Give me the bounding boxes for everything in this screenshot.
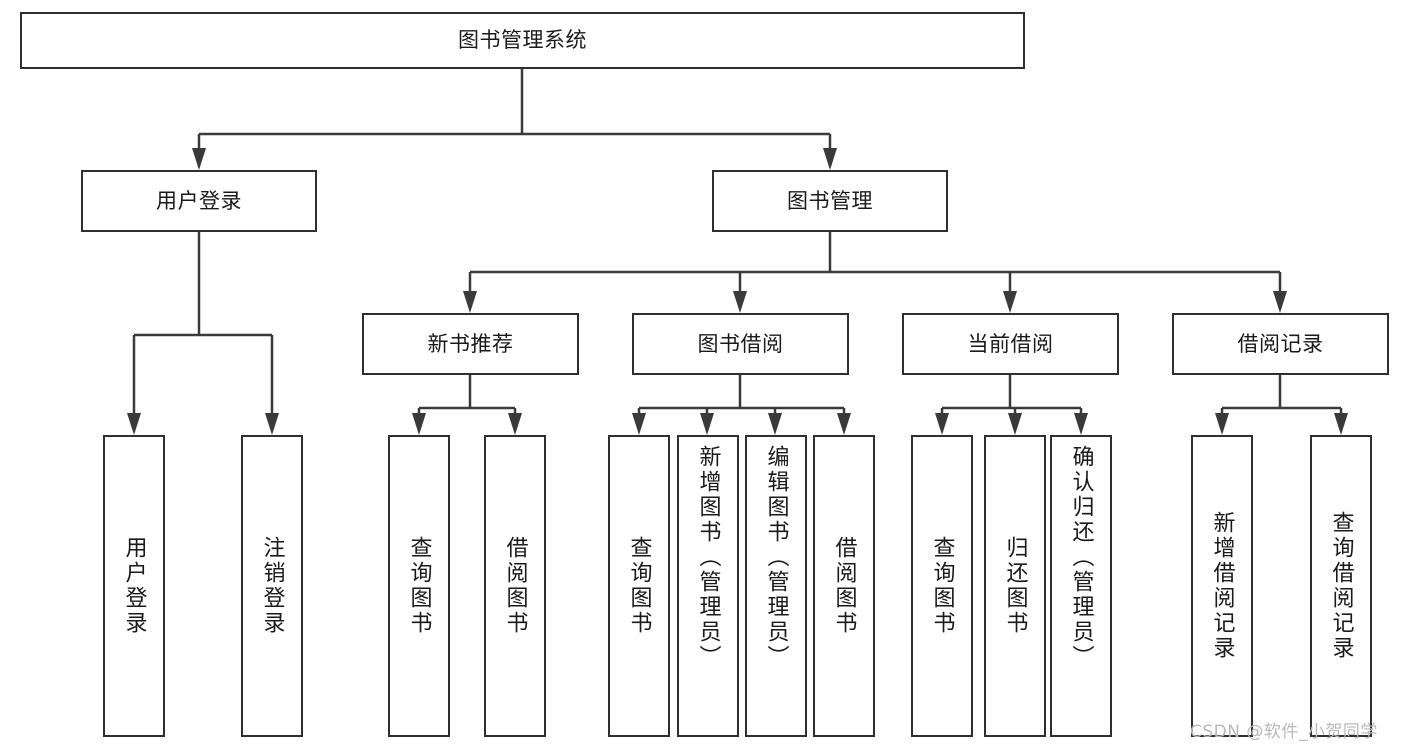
arrow-head-book-manage-to-level3-1	[733, 291, 747, 313]
arrow-head-new-book-rec-to-leaves-0	[412, 413, 426, 435]
node-box-leaf-rec-search[interactable]: 查询借阅记录	[1310, 435, 1372, 737]
node-label-leaf-rec-search: 查询借阅记录	[1328, 511, 1354, 661]
arrow-head-borrow-record-to-leaves-0	[1215, 413, 1229, 435]
arrow-head-root-to-level2-1	[823, 148, 837, 170]
node-label-leaf-user-logout: 注销登录	[259, 536, 285, 636]
node-box-leaf-user-login[interactable]: 用户登录	[103, 435, 165, 737]
node-label-leaf-borrow-edit: 编辑图书（管理员）	[763, 445, 789, 670]
arrow-head-book-borrow-to-leaves-1	[700, 413, 714, 435]
arrow-head-user-login-to-leaves-0	[127, 413, 141, 435]
node-label-leaf-borrow-lend: 借阅图书	[831, 536, 857, 636]
node-box-book-manage[interactable]: 图书管理	[712, 170, 948, 232]
node-label-leaf-cur-return: 归还图书	[1002, 536, 1028, 636]
node-box-borrow-record[interactable]: 借阅记录	[1172, 313, 1389, 375]
node-box-leaf-rec-query[interactable]: 查询图书	[388, 435, 450, 737]
arrow-head-book-borrow-to-leaves-0	[632, 413, 646, 435]
node-label-leaf-cur-confirm: 确认归还（管理员）	[1068, 445, 1094, 670]
node-box-leaf-rec-borrow[interactable]: 借阅图书	[484, 435, 546, 737]
node-box-leaf-borrow-edit[interactable]: 编辑图书（管理员）	[745, 435, 807, 737]
node-box-leaf-rec-add[interactable]: 新增借阅记录	[1191, 435, 1253, 737]
node-box-leaf-user-logout[interactable]: 注销登录	[241, 435, 303, 737]
arrow-head-new-book-rec-to-leaves-1	[508, 413, 522, 435]
node-box-leaf-borrow-add[interactable]: 新增图书（管理员）	[677, 435, 739, 737]
arrow-head-current-borrow-to-leaves-2	[1074, 413, 1088, 435]
arrow-head-book-borrow-to-leaves-3	[837, 413, 851, 435]
node-box-new-book-rec[interactable]: 新书推荐	[362, 313, 579, 375]
arrow-head-book-manage-to-level3-0	[463, 291, 477, 313]
arrow-head-root-to-level2-0	[192, 148, 206, 170]
node-label-leaf-rec-add: 新增借阅记录	[1209, 511, 1235, 661]
node-label-leaf-user-login: 用户登录	[121, 536, 147, 636]
arrow-head-user-login-to-leaves-1	[265, 413, 279, 435]
node-box-leaf-borrow-lend[interactable]: 借阅图书	[813, 435, 875, 737]
node-box-leaf-borrow-query[interactable]: 查询图书	[608, 435, 670, 737]
node-label-leaf-borrow-query: 查询图书	[626, 536, 652, 636]
node-label-borrow-record: 借阅记录	[1237, 331, 1324, 356]
arrow-head-book-manage-to-level3-3	[1273, 291, 1287, 313]
node-box-leaf-cur-query[interactable]: 查询图书	[911, 435, 973, 737]
arrow-head-current-borrow-to-leaves-0	[935, 413, 949, 435]
node-label-leaf-cur-query: 查询图书	[929, 536, 955, 636]
csdn-watermark: CSDN @软件_小贺同学	[1190, 722, 1378, 742]
node-label-leaf-rec-query: 查询图书	[406, 536, 432, 636]
node-label-root: 图书管理系统	[458, 28, 587, 53]
node-box-current-borrow[interactable]: 当前借阅	[902, 313, 1119, 375]
node-label-current-borrow: 当前借阅	[967, 331, 1054, 356]
node-label-leaf-borrow-add: 新增图书（管理员）	[695, 445, 721, 670]
arrow-head-borrow-record-to-leaves-1	[1334, 413, 1348, 435]
node-box-user-login[interactable]: 用户登录	[81, 170, 317, 232]
node-box-leaf-cur-return[interactable]: 归还图书	[984, 435, 1046, 737]
node-label-user-login: 用户登录	[156, 188, 242, 213]
node-label-book-borrow: 图书借阅	[697, 331, 784, 356]
arrow-head-current-borrow-to-leaves-1	[1008, 413, 1022, 435]
node-label-book-manage: 图书管理	[787, 188, 873, 213]
node-box-leaf-cur-confirm[interactable]: 确认归还（管理员）	[1050, 435, 1112, 737]
node-box-root[interactable]: 图书管理系统	[20, 12, 1025, 69]
node-label-leaf-rec-borrow: 借阅图书	[502, 536, 528, 636]
arrow-head-book-manage-to-level3-2	[1003, 291, 1017, 313]
node-label-new-book-rec: 新书推荐	[427, 331, 514, 356]
node-box-book-borrow[interactable]: 图书借阅	[632, 313, 849, 375]
arrow-head-book-borrow-to-leaves-2	[768, 413, 782, 435]
